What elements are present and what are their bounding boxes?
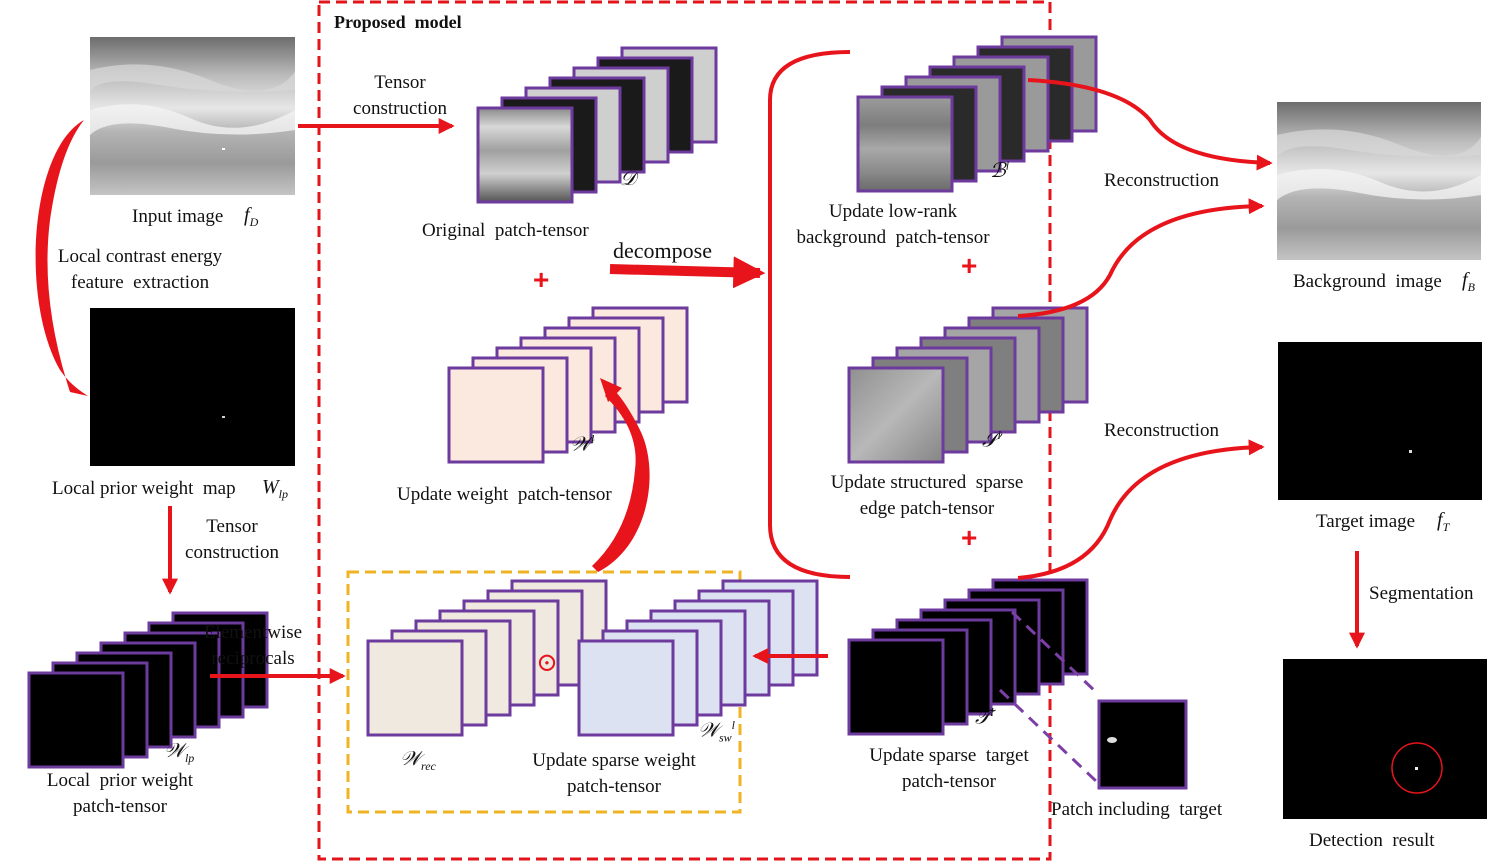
w-symbol: 𝒲l xyxy=(570,432,595,456)
odot-operator: ⊙ xyxy=(536,648,558,677)
stack-weight xyxy=(447,306,689,464)
update-sparse-target-caption: Update sparse target patch-tensor xyxy=(869,745,1029,792)
proposed-model-frame xyxy=(317,0,1052,861)
tensor-construction-left-label: Tensor construction xyxy=(185,516,279,563)
stack-target-t xyxy=(847,578,1089,736)
reconstruction-top-label: Reconstruction xyxy=(1104,170,1220,191)
arrow-local-contrast-curve xyxy=(35,120,88,396)
stack-local-prior-layer xyxy=(27,671,125,769)
input-image-symbol: fD xyxy=(244,204,259,229)
plus-target: + xyxy=(961,522,978,553)
stack-sparse-weight-layer xyxy=(577,639,675,737)
arrow-decompose xyxy=(609,256,766,289)
input-image-caption: Input image xyxy=(132,206,224,227)
reconstruction-bottom-label: Reconstruction xyxy=(1104,420,1220,441)
stack-target-t-layer xyxy=(847,638,945,736)
wlp-symbol: 𝒲lp xyxy=(164,740,195,765)
local-prior-map-symbol: Wlp xyxy=(262,476,289,501)
target-image-caption: Target image xyxy=(1316,511,1416,532)
stack-rec-layer xyxy=(366,639,464,737)
background-image xyxy=(1277,102,1481,260)
local-prior-map-caption: Local prior weight map xyxy=(52,478,236,499)
local-contrast-label: Local contrast energy feature extraction xyxy=(57,246,223,293)
local-prior-weight-map xyxy=(90,308,295,466)
tensor-construction-top-label: Tensor construction xyxy=(353,72,447,119)
stack-weight-layer xyxy=(447,366,545,464)
wsw-symbol: 𝒲swl xyxy=(698,718,735,745)
d-symbol: 𝒟 xyxy=(620,168,636,190)
arrow-update-weight-curve xyxy=(592,388,650,572)
target-image-symbol: fT xyxy=(1437,509,1450,534)
wrec-symbol: 𝒲rec xyxy=(400,748,436,773)
update-structured-caption: Update structured sparse edge patch-tens… xyxy=(830,472,1024,519)
arrow-reconstruction-target xyxy=(1017,439,1265,580)
stack-original-d xyxy=(476,46,718,204)
update-weight-caption: Update weight patch-tensor xyxy=(397,484,612,505)
proposed-model-title: Proposed model xyxy=(334,12,462,32)
stack-original-d-layer xyxy=(476,106,574,204)
original-patch-tensor-caption: Original patch-tensor xyxy=(422,220,589,241)
update-lowrank-caption: Update low-rank background patch-tensor xyxy=(796,201,990,248)
patch-including-target xyxy=(1097,699,1188,790)
local-prior-tensor-caption: Local prior weight patch-tensor xyxy=(46,770,194,817)
decompose-label: decompose xyxy=(613,238,712,263)
target-image xyxy=(1278,342,1482,500)
plus-edge: + xyxy=(961,250,978,281)
stack-background-b xyxy=(856,35,1098,193)
stack-sparse-weight xyxy=(577,579,819,737)
detection-result-image xyxy=(1283,659,1487,819)
segmentation-label: Segmentation xyxy=(1369,583,1474,604)
update-sparse-weight-caption: Update sparse weight patch-tensor xyxy=(532,750,696,797)
decompose-bracket xyxy=(768,50,851,579)
patch-leader-bottom xyxy=(998,688,1099,784)
background-image-symbol: fB xyxy=(1462,269,1475,294)
elementwise-label: Elementwise reciprocals xyxy=(203,622,303,669)
b-symbol: ℬl xyxy=(990,158,1010,182)
t-symbol: 𝒯l xyxy=(975,705,994,729)
background-image-caption: Background image xyxy=(1293,271,1442,292)
plus-weight: + xyxy=(533,264,550,295)
stack-edge-s xyxy=(847,306,1089,464)
s-symbol: 𝒮l xyxy=(982,428,1001,452)
stack-edge-s-layer xyxy=(847,366,945,464)
stack-rec xyxy=(366,579,608,737)
patch-including-target-caption: Patch including target xyxy=(1051,799,1223,820)
detection-result-caption: Detection result xyxy=(1309,830,1435,851)
arrow-reconstruction-edge xyxy=(1017,198,1265,318)
arrow-reconstruction-background xyxy=(1027,78,1273,171)
stack-background-b-layer xyxy=(856,95,954,193)
stack-local-prior xyxy=(27,611,269,769)
input-image xyxy=(90,37,295,195)
